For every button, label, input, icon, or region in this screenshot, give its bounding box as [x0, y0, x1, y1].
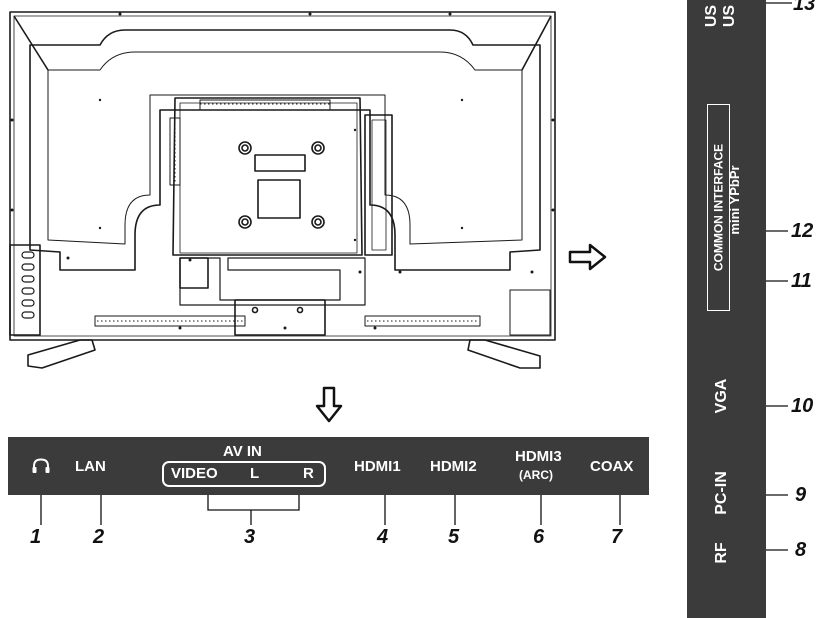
callout-6: 6: [533, 526, 545, 548]
left-port-column: [9, 244, 41, 336]
callout-13: 13: [793, 0, 816, 15]
callout-8: 8: [795, 539, 807, 561]
vga-label: VGA: [713, 378, 730, 414]
callout-4: 4: [377, 526, 389, 548]
mini-ypbpr-label: mini YPbPr: [727, 165, 742, 235]
callout-2: 2: [93, 526, 105, 548]
right-stand: [467, 339, 541, 369]
callout-11: 11: [791, 270, 812, 292]
tv-back-outline: [9, 11, 556, 341]
callout-3: 3: [244, 526, 256, 548]
hdmi3-arc-label: (ARC): [519, 468, 553, 482]
av-video-label: VIDEO: [171, 465, 218, 482]
callout-10: 10: [791, 395, 814, 417]
usb-bottom-label: US: [721, 4, 738, 28]
usb-top-label: US: [703, 4, 720, 28]
left-stand: [27, 339, 96, 369]
av-l-label: L: [250, 465, 260, 482]
bottom-leader-lines: [40, 495, 621, 525]
side-port-panel: US US COMMON INTERFACE mini YPbPr VGA PC…: [687, 0, 766, 618]
callout-1: 1: [30, 526, 42, 548]
bottom-port-panel: LAN AV IN VIDEO L R HDMI1 HDMI2 HDMI3 (A…: [8, 437, 649, 495]
tv-rear-illustration: [9, 11, 556, 369]
av-in-box: [162, 461, 326, 487]
callout-12: 12: [791, 220, 814, 242]
hdmi1-label: HDMI1: [354, 458, 401, 475]
lan-label: LAN: [75, 458, 106, 475]
callout-5: 5: [448, 526, 460, 548]
side-leader-lines: [766, 2, 792, 551]
av-in-label: AV IN: [223, 443, 262, 460]
common-interface-label: COMMON INTERFACE: [711, 143, 726, 272]
down-arrow-icon: [315, 386, 343, 423]
right-arrow-icon: [568, 243, 607, 271]
common-interface-box: [707, 104, 730, 311]
callout-9: 9: [795, 484, 807, 506]
headphone-icon: [32, 458, 50, 473]
vesa-mount-holes: [238, 141, 325, 229]
center-plate: [172, 97, 363, 256]
pc-in-label: PC-IN: [713, 471, 730, 515]
bottom-bracket: [179, 257, 366, 306]
callout-7: 7: [611, 526, 623, 548]
av-r-label: R: [303, 465, 314, 482]
coax-label: COAX: [590, 458, 634, 475]
rf-label: RF: [713, 542, 730, 564]
hdmi3-label: HDMI3: [515, 448, 562, 465]
tv-inner-frame: [29, 29, 541, 271]
hdmi2-label: HDMI2: [430, 458, 477, 475]
